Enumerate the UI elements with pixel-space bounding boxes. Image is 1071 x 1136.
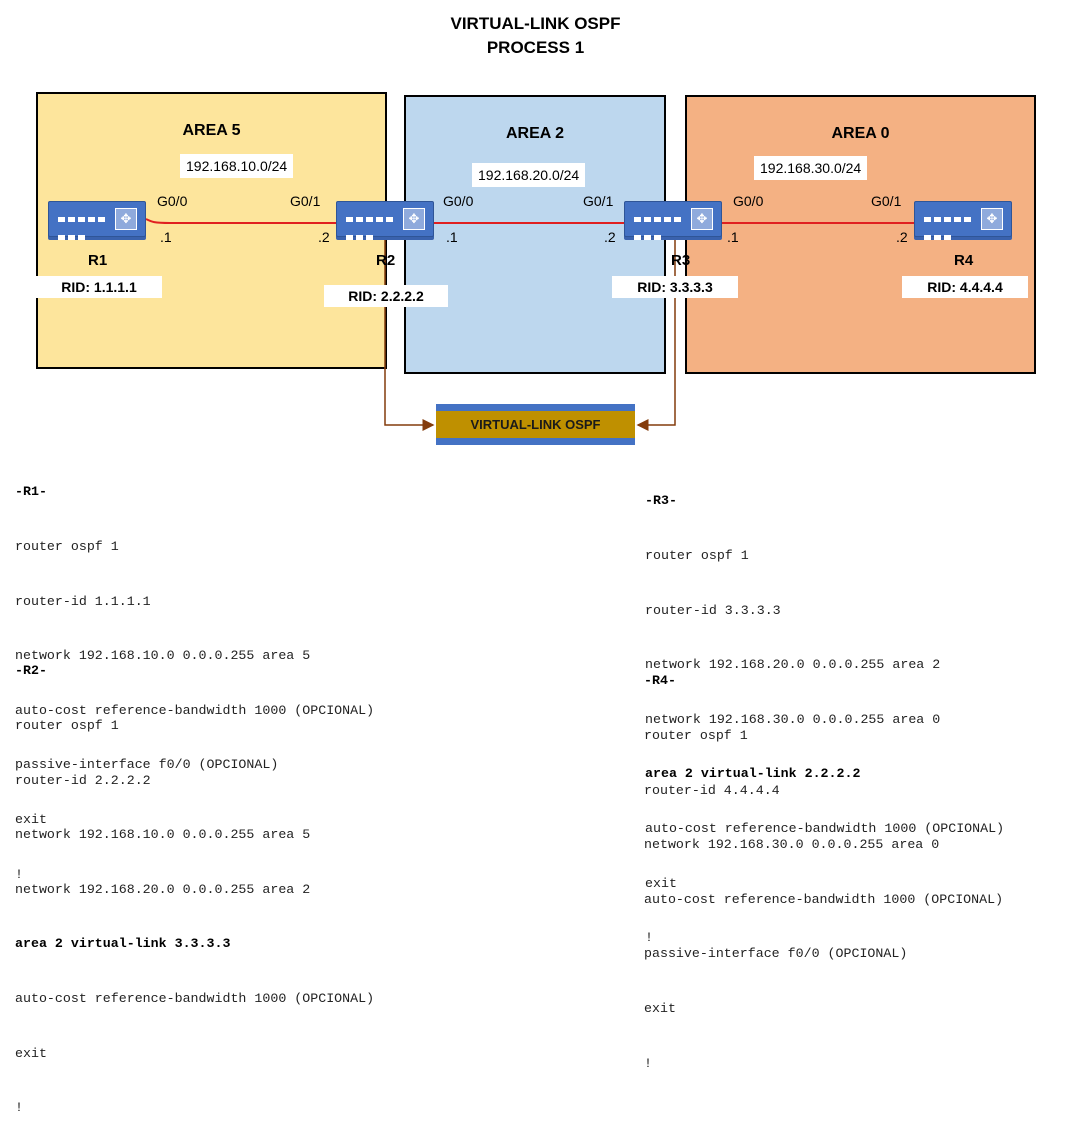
config-line: -R1- xyxy=(15,484,47,500)
router-name-r2: R2 xyxy=(376,252,396,269)
interface-label-r2-g01: G0/1 xyxy=(290,193,321,209)
network-label-area-0: 192.168.30.0/24 xyxy=(754,156,868,180)
router-ports-icon xyxy=(634,212,684,248)
virtual-link-arrow-r3 xyxy=(636,240,676,431)
config-line: network 192.168.20.0 0.0.0.255 area 2 xyxy=(15,881,311,897)
host-id-r3-left: .2 xyxy=(604,229,616,245)
config-line: router ospf 1 xyxy=(15,718,119,734)
rid-label-r3: RID: 3.3.3.3 xyxy=(612,276,738,298)
network-label-area-5: 192.168.10.0/24 xyxy=(180,154,294,178)
network-label-area-2: 192.168.20.0/24 xyxy=(472,163,586,187)
router-ports-icon xyxy=(346,212,396,248)
router-icon: ✥ xyxy=(914,201,1012,240)
config-line: area 2 virtual-link 3.3.3.3 xyxy=(15,936,231,952)
config-line: exit xyxy=(15,1045,47,1061)
config-line: auto-cost reference-bandwidth 1000 (OPCI… xyxy=(644,891,1004,907)
router-switch-icon: ✥ xyxy=(403,208,425,230)
router-switch-icon: ✥ xyxy=(981,208,1003,230)
rid-label-r1: RID: 1.1.1.1 xyxy=(36,276,162,298)
router-switch-icon: ✥ xyxy=(691,208,713,230)
router-icon: ✥ xyxy=(624,201,722,240)
config-line: router-id 1.1.1.1 xyxy=(15,593,151,609)
interface-label-r3-g00: G0/0 xyxy=(733,193,764,209)
router-ports-icon xyxy=(924,212,974,248)
config-line: network 192.168.30.0 0.0.0.255 area 0 xyxy=(644,837,940,853)
host-id-r2-right: .1 xyxy=(446,229,458,245)
interface-label-r1-g00: G0/0 xyxy=(157,193,188,209)
area-0-label: AREA 0 xyxy=(831,125,890,142)
area-5-label: AREA 5 xyxy=(182,122,241,139)
config-line: area 2 virtual-link 2.2.2.2 xyxy=(645,766,861,782)
rid-label-r4: RID: 4.4.4.4 xyxy=(902,276,1028,298)
config-line: -R3- xyxy=(645,493,677,509)
config-line: router-id 3.3.3.3 xyxy=(645,602,781,618)
config-line: router ospf 1 xyxy=(15,539,119,555)
router-ports-icon xyxy=(58,212,108,248)
config-r4: -R4- router ospf 1 router-id 4.4.4.4 net… xyxy=(644,636,1003,1091)
config-line: network 192.168.20.0 0.0.0.255 area 2 xyxy=(645,657,941,673)
router-name-r1: R1 xyxy=(88,252,108,269)
config-line: auto-cost reference-bandwidth 1000 (OPCI… xyxy=(15,702,375,718)
config-line: exit xyxy=(644,1001,676,1017)
config-line: ! xyxy=(15,1100,23,1116)
config-line: auto-cost reference-bandwidth 1000 (OPCI… xyxy=(15,991,375,1007)
config-line: network 192.168.10.0 0.0.0.255 area 5 xyxy=(15,827,311,843)
host-id-r3-right: .1 xyxy=(727,229,739,245)
config-line: router-id 4.4.4.4 xyxy=(644,782,780,798)
host-id-r4: .2 xyxy=(896,229,908,245)
config-line: router ospf 1 xyxy=(644,728,748,744)
config-line: network 192.168.10.0 0.0.0.255 area 5 xyxy=(15,648,311,664)
router-icon: ✥ xyxy=(48,201,146,240)
interface-label-r2-g00: G0/0 xyxy=(443,193,474,209)
host-id-r1: .1 xyxy=(160,229,172,245)
config-line: passive-interface f0/0 (OPCIONAL) xyxy=(15,757,279,773)
config-line: passive-interface f0/0 (OPCIONAL) xyxy=(644,946,908,962)
link-r1-r2 xyxy=(145,218,336,224)
router-name-r3: R3 xyxy=(671,252,691,269)
links-layer xyxy=(145,218,916,431)
config-line: -R4- xyxy=(644,673,676,689)
router-switch-icon: ✥ xyxy=(115,208,137,230)
router-name-r4: R4 xyxy=(954,252,974,269)
config-r2: -R2- router ospf 1 router-id 2.2.2.2 net… xyxy=(15,626,374,1136)
rid-label-r2: RID: 2.2.2.2 xyxy=(324,285,448,307)
diagram-subtitle: PROCESS 1 xyxy=(486,38,585,57)
interface-label-r3-g01: G0/1 xyxy=(583,193,614,209)
config-line: router ospf 1 xyxy=(645,548,749,564)
config-line: ! xyxy=(644,1055,652,1071)
host-id-r2-left: .2 xyxy=(318,229,330,245)
config-line: -R2- xyxy=(15,663,47,679)
area-2-label: AREA 2 xyxy=(505,125,565,142)
interface-label-r4-g01: G0/1 xyxy=(871,193,902,209)
virtual-link-box: VIRTUAL-LINK OSPF xyxy=(436,404,635,445)
config-r1: -R1- router ospf 1 router-id 1.1.1.1 net… xyxy=(15,447,374,902)
router-icon: ✥ xyxy=(336,201,434,240)
config-line: network 192.168.30.0 0.0.0.255 area 0 xyxy=(645,711,941,727)
config-line: router-id 2.2.2.2 xyxy=(15,772,151,788)
diagram-title: VIRTUAL-LINK OSPF xyxy=(450,14,621,33)
